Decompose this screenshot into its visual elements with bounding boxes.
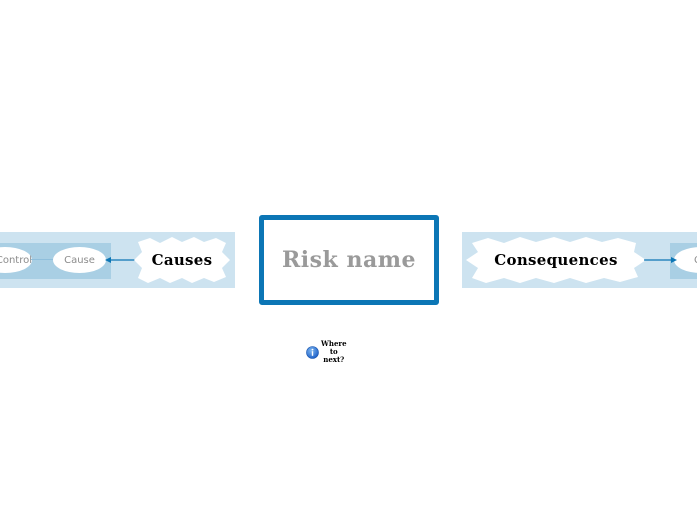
control-connector: [31, 259, 53, 260]
where-to-next-line-2: to: [329, 347, 338, 356]
causes-arrow: [105, 257, 138, 263]
central-topic-label: Risk name: [282, 247, 416, 273]
cause-node[interactable]: Cause: [53, 247, 106, 273]
causes-topic[interactable]: Causes: [134, 236, 230, 284]
where-to-next-line-3: next?: [323, 355, 345, 364]
where-to-next-line-1: Where: [321, 339, 347, 348]
consequences-label: Consequences: [494, 251, 618, 269]
consequences-topic[interactable]: Consequences: [466, 236, 646, 284]
consequence-label: C: [694, 255, 697, 266]
where-to-next-topic[interactable]: Where to next?: [306, 340, 347, 364]
info-icon: [306, 345, 319, 359]
central-topic[interactable]: Risk name: [259, 215, 439, 305]
consequences-starburst-shape: [466, 237, 646, 283]
consequence-node[interactable]: C: [674, 247, 697, 273]
where-to-next-label: Where to next?: [321, 340, 347, 364]
control-label: Control: [0, 254, 32, 266]
causes-label: Causes: [151, 251, 213, 269]
causes-starburst-shape: [134, 237, 230, 283]
cause-label: Cause: [64, 254, 95, 266]
consequences-arrow: [644, 257, 677, 263]
